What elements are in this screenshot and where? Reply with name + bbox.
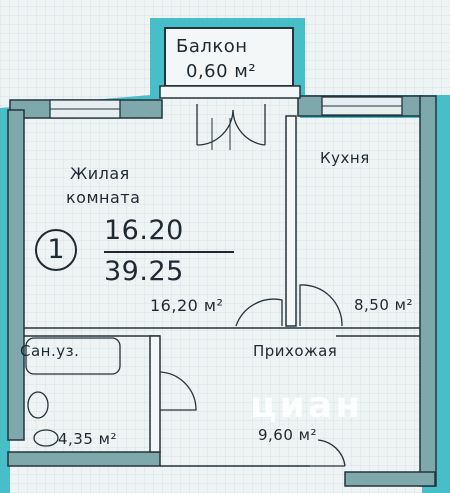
toilet	[33, 429, 59, 447]
partition-bathroom	[149, 335, 161, 453]
kitchen-area: 8,50 м²	[354, 296, 413, 314]
wall-bottom-right	[344, 471, 436, 487]
hallway-label: Прихожая	[253, 342, 338, 360]
balcony-door-right	[232, 104, 266, 146]
balcony-threshold	[159, 85, 301, 99]
hallway-area: 9,60 м²	[258, 426, 317, 444]
door-living	[235, 298, 283, 327]
living-room-label-line1: Жилая	[70, 164, 130, 183]
kitchen-label: Кухня	[320, 149, 370, 167]
wall-left	[7, 109, 25, 441]
sink	[27, 391, 49, 419]
balcony-area: 0,60 м²	[186, 61, 257, 82]
partition-living-kitchen	[285, 115, 297, 327]
entrance-door	[310, 439, 346, 467]
rooms-count-badge: 1	[35, 229, 77, 271]
watermark-logo: циан	[250, 385, 364, 426]
wall-bottom-left	[7, 451, 161, 467]
living-area-total: 16.20	[104, 215, 184, 246]
living-room-area: 16,20 м²	[150, 296, 224, 315]
balcony-door-left	[196, 104, 234, 146]
bathroom-area: 4,35 м²	[58, 430, 117, 448]
fraction-line	[104, 251, 234, 253]
total-area: 39.25	[104, 256, 184, 287]
bathroom-label: Сан.уз.	[20, 342, 80, 360]
door-kitchen	[299, 284, 343, 327]
door-bathroom	[159, 371, 197, 411]
living-room-label-line2: комната	[66, 188, 141, 207]
balcony-outline	[164, 27, 294, 87]
bathtub	[25, 337, 121, 375]
balcony-label: Балкон	[176, 36, 248, 57]
wall-right	[419, 95, 437, 487]
